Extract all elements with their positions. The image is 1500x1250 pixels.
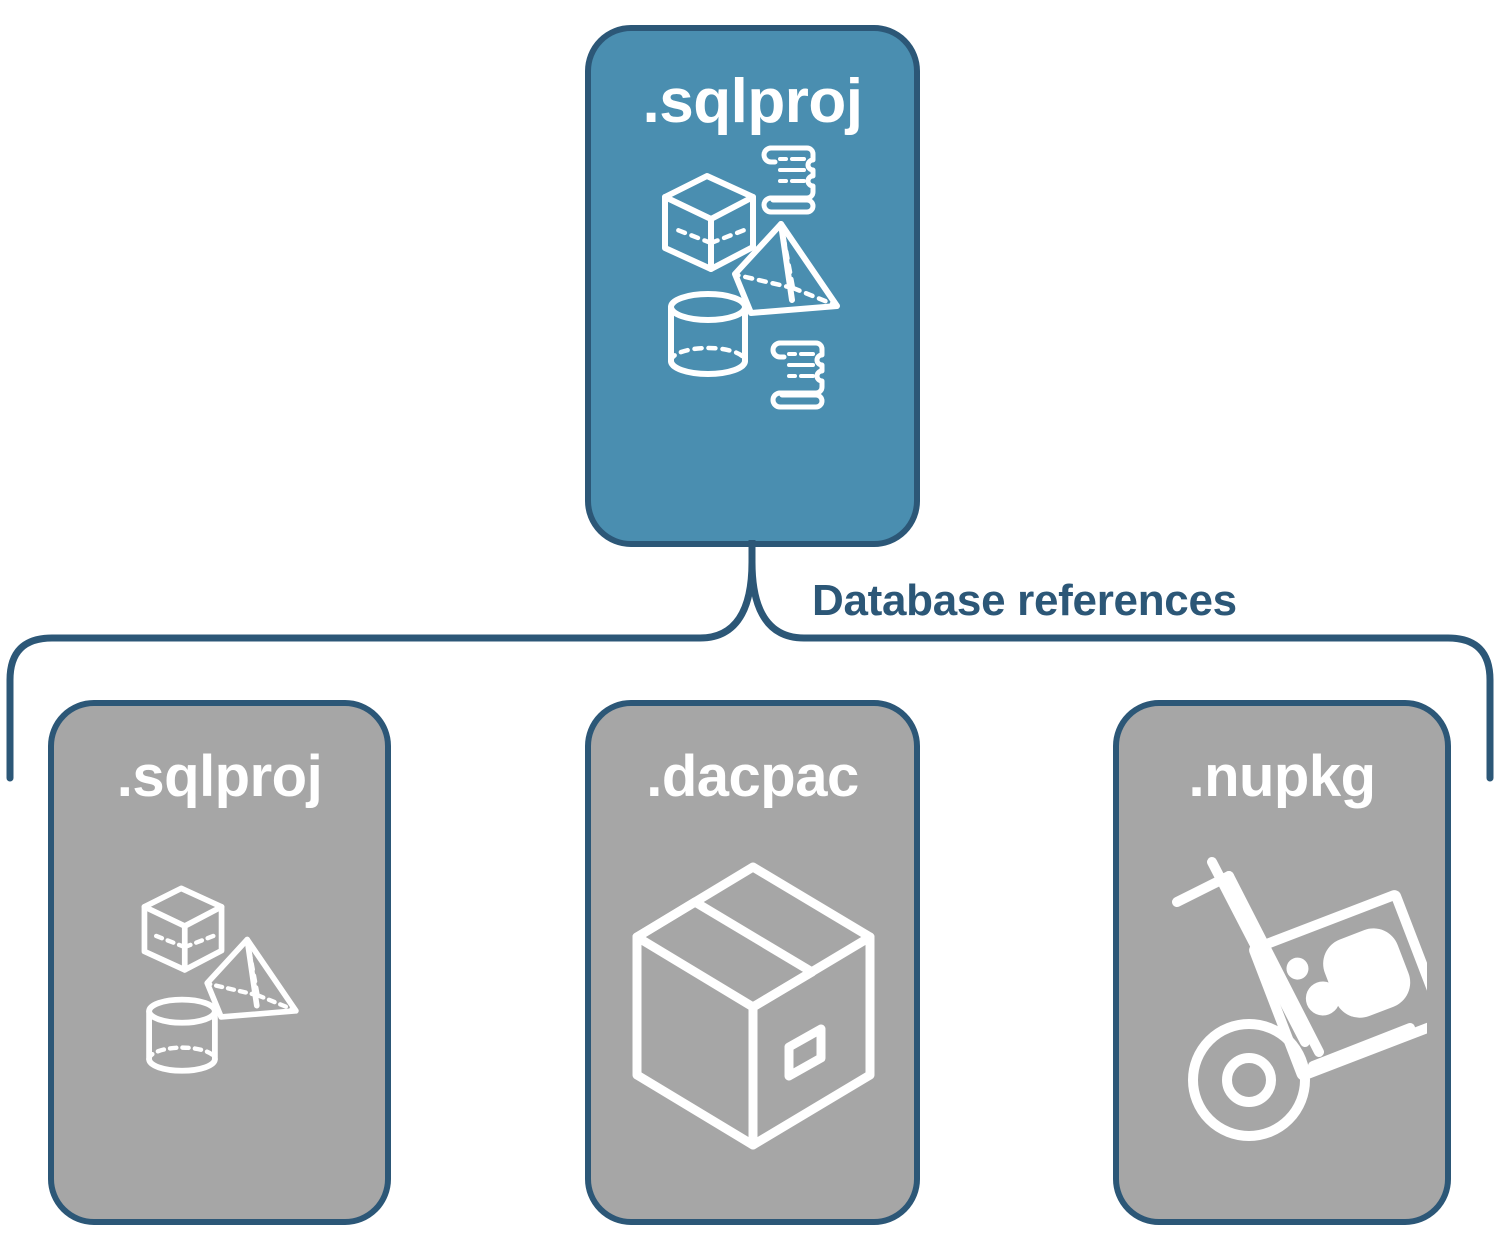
card-root-title: .sqlproj	[642, 67, 863, 136]
scroll-script-icon	[770, 340, 825, 410]
pyramid-wireframe-icon	[732, 221, 840, 316]
cylinder-wireframe-icon	[146, 996, 218, 1074]
card-root-sqlproj[interactable]: .sqlproj	[585, 25, 920, 547]
scroll-script-icon	[761, 145, 816, 215]
pyramid-wireframe-icon	[204, 936, 299, 1020]
card-child-nupkg-title: .nupkg	[1188, 744, 1376, 809]
hand-truck-package-icon	[1172, 857, 1427, 1141]
card-child-dacpac[interactable]: .dacpac	[585, 700, 920, 1225]
card-child-nupkg[interactable]: .nupkg	[1113, 700, 1451, 1225]
card-child-sqlproj-icon-group	[54, 806, 385, 1219]
cylinder-wireframe-icon	[668, 291, 748, 377]
brace-label-database-references: Database references	[812, 576, 1237, 625]
card-child-nupkg-icon-group	[1119, 806, 1445, 1219]
card-child-sqlproj-title: .sqlproj	[116, 744, 323, 809]
card-child-sqlproj[interactable]: .sqlproj	[48, 700, 391, 1225]
card-root-icon-group	[591, 133, 914, 541]
card-child-dacpac-title: .dacpac	[646, 744, 859, 809]
cube-wireframe-icon	[662, 173, 756, 272]
shipping-box-icon	[632, 862, 875, 1150]
cube-wireframe-icon	[141, 885, 225, 973]
card-child-dacpac-icon-group	[591, 806, 914, 1219]
